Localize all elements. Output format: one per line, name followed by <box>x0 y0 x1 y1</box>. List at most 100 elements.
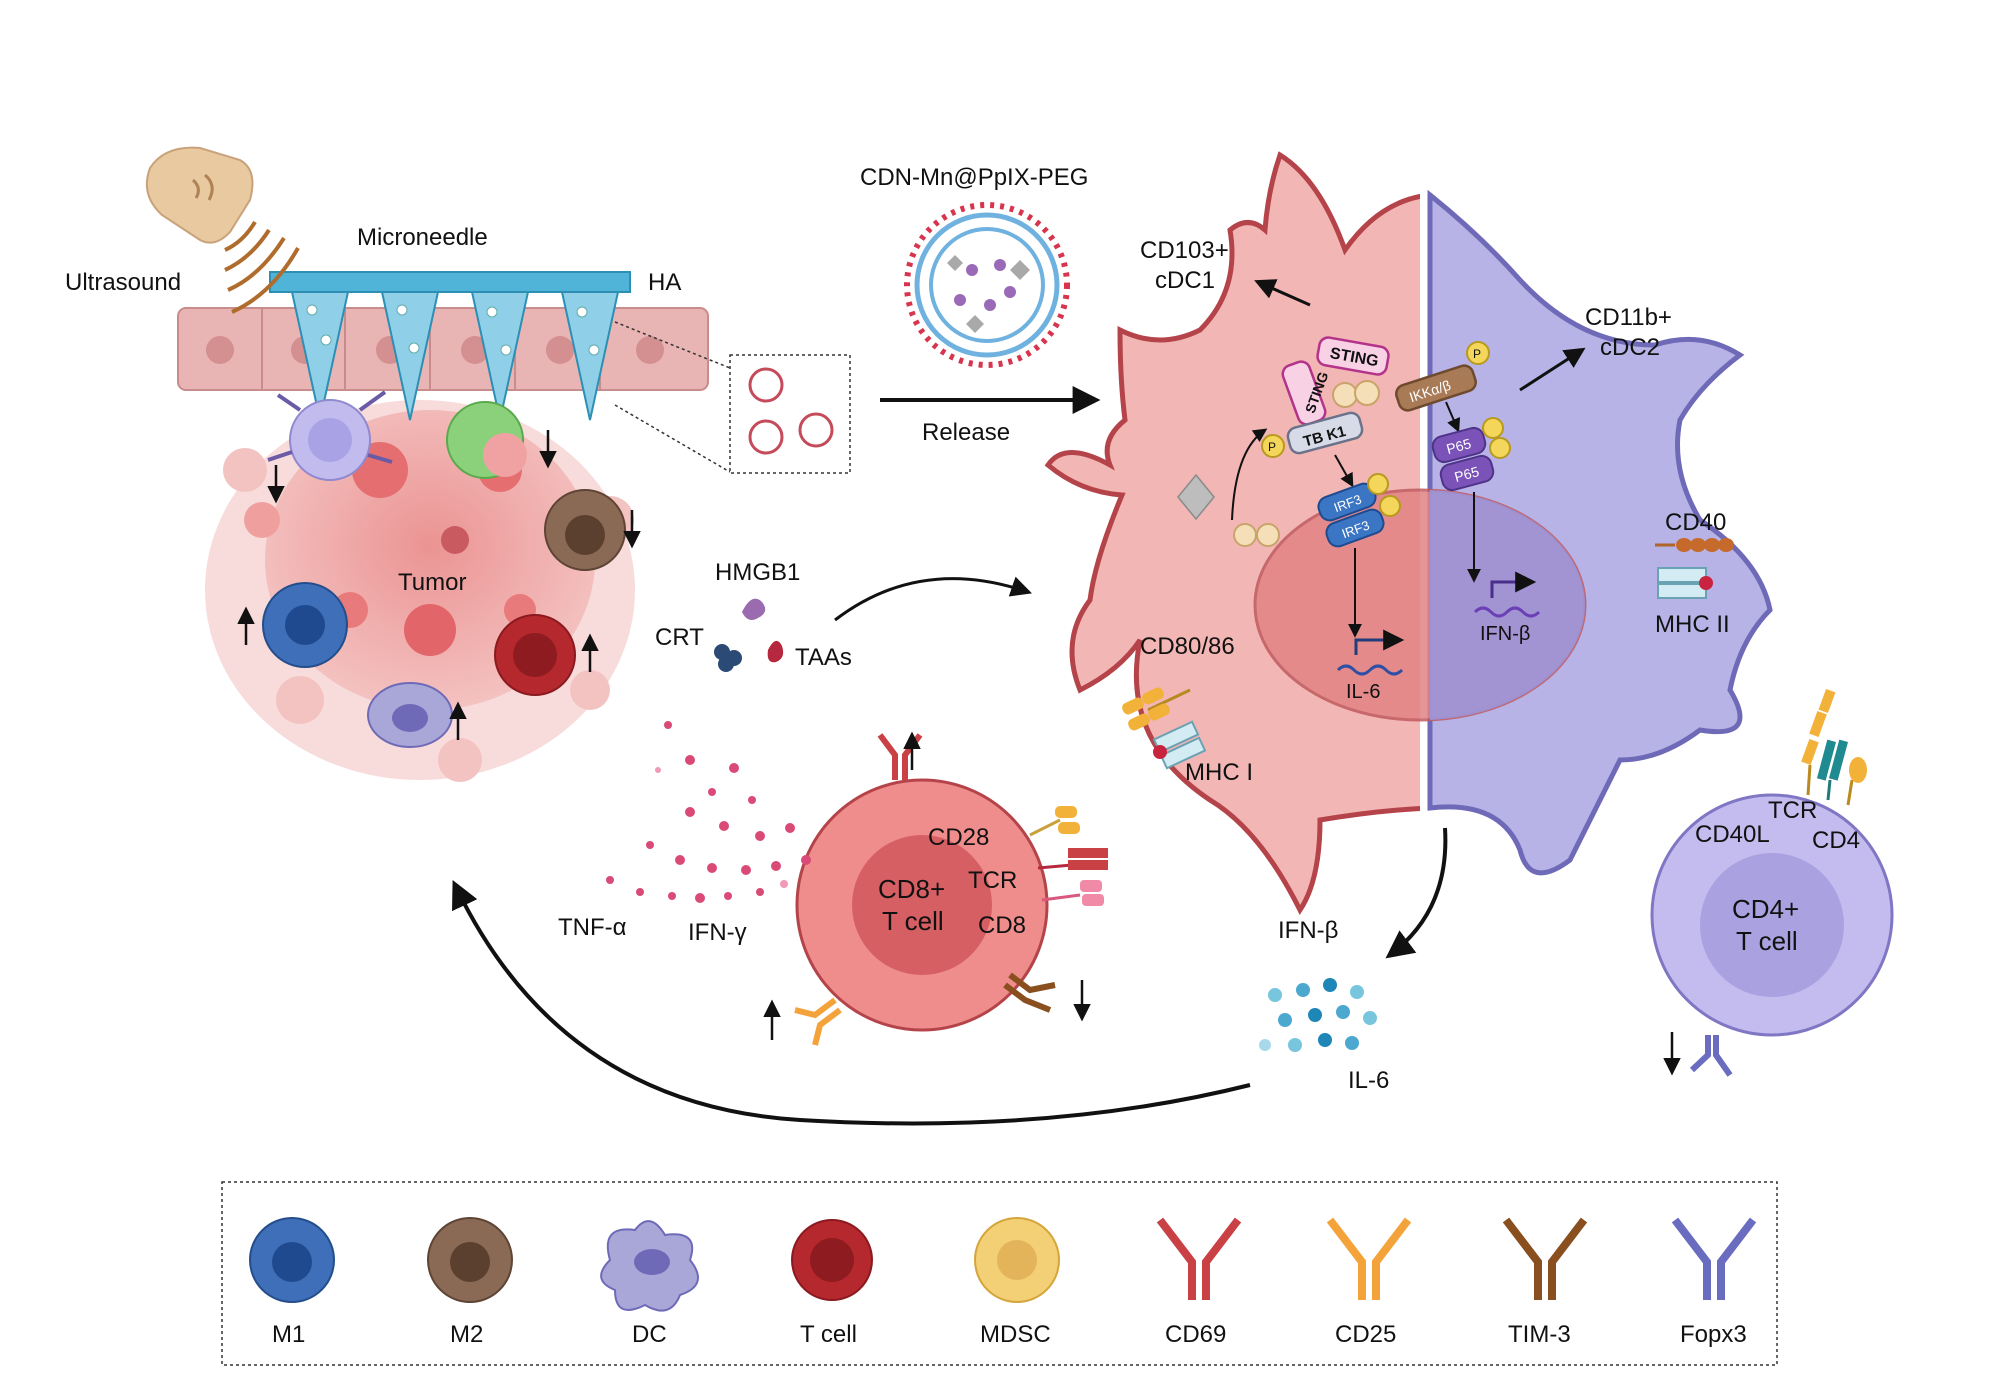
microneedle-label: Microneedle <box>357 224 488 251</box>
cd8-t-cell: CD8+ T cell CD28 TCR CD8 <box>763 731 1108 1046</box>
ifnb-label: IFN-β <box>1278 917 1338 944</box>
irf3-dimer: IRF3 IRF3 <box>1317 454 1401 638</box>
legend-label-m2: M2 <box>450 1321 483 1348</box>
tumor-region: Ultrasound Microneedle HA Tumor <box>65 146 709 782</box>
cd40l-receptor <box>1801 688 1836 796</box>
cdc1-arrow <box>1254 279 1311 307</box>
cdc2-label: cDC2 <box>1600 334 1660 361</box>
cd69-antibody <box>877 733 923 780</box>
cd8-receptor <box>1041 880 1104 906</box>
phospho-ikk: P <box>1473 347 1481 361</box>
ifnb-gene: IFN-β <box>1473 571 1541 645</box>
dendritic-cell: STING STING TB K1 P IKKα/β P IRF3 IRF3 <box>1044 151 1773 915</box>
legend-item-tim3: TIM-3 <box>1502 1217 1588 1348</box>
mdsc-cell-green <box>446 401 527 479</box>
legend-label-mdsc: MDSC <box>980 1321 1051 1348</box>
tcr-cd4-label: TCR <box>1768 797 1817 824</box>
cd8086-receptor <box>1122 687 1191 731</box>
activation-arrow <box>1231 428 1268 521</box>
p65-dimer: P65 P65 <box>1431 401 1511 583</box>
m2-cell <box>544 489 626 571</box>
cd8-cell-label-1: CD8+ <box>878 874 945 904</box>
crt-label: CRT <box>655 624 704 651</box>
cd40-label: CD40 <box>1665 509 1726 536</box>
damps: HMGB1 CRT TAAs <box>655 559 1032 672</box>
legend-label-foxp3: Fopx3 <box>1680 1321 1747 1348</box>
il6-gene: IL-6 <box>1336 629 1405 703</box>
cd103-label: CD103+ <box>1140 237 1229 264</box>
tcr-receptor <box>1037 848 1108 870</box>
phospho-tbk1: P <box>1268 440 1276 454</box>
legend-item-mdsc: MDSC <box>974 1217 1060 1348</box>
cd8-cell-label-2: T cell <box>882 906 944 936</box>
release-label: Release <box>922 419 1010 446</box>
legend-label-dc: DC <box>632 1321 667 1348</box>
legend-item-m1: M1 <box>249 1217 335 1348</box>
p65-label-2: P65 <box>1453 463 1481 485</box>
cd40l-label: CD40L <box>1695 821 1770 848</box>
tnfa-label: TNF-α <box>558 914 627 941</box>
p65-label-1: P65 <box>1445 435 1473 457</box>
mhc2-label: MHC II <box>1655 611 1730 638</box>
mhc2-receptor <box>1657 567 1713 599</box>
nanoparticle-label: CDN-Mn@PpIX-PEG <box>860 164 1088 191</box>
cd40-receptor <box>1655 538 1734 552</box>
cd4-cell-label-2: T cell <box>1736 926 1798 956</box>
legend-label-cd69: CD69 <box>1165 1321 1226 1348</box>
tnf-ifng-cytokines <box>606 721 811 903</box>
il6-gene-label: IL-6 <box>1346 681 1380 703</box>
legend-label-tim3: TIM-3 <box>1508 1321 1571 1348</box>
legend-item-dc: DC <box>600 1220 699 1348</box>
tcr-cd4-receptor <box>1816 739 1849 801</box>
hmgb1-icon <box>742 598 766 620</box>
il6-label: IL-6 <box>1348 1067 1389 1094</box>
damp-arrow <box>834 576 1032 622</box>
ifnb-gene-label: IFN-β <box>1480 623 1530 645</box>
legend: M1 M2 DC T cell MDSC CD69 <box>221 1181 1778 1366</box>
crt-icon <box>714 644 742 672</box>
legend-item-foxp3: Fopx3 <box>1671 1217 1757 1348</box>
m1-cell <box>262 582 348 668</box>
tumor-label: Tumor <box>398 569 466 596</box>
cdn-diamond-icon <box>1177 473 1215 521</box>
cd28-receptor <box>1029 806 1080 837</box>
taas-label: TAAs <box>795 644 852 671</box>
legend-item-cd25: CD25 <box>1326 1217 1412 1348</box>
taas-icon <box>767 640 784 663</box>
ifng-label: IFN-γ <box>688 919 747 946</box>
sting-complex: STING STING TB K1 P IKKα/β P <box>1261 336 1490 458</box>
dc-cell-purple <box>267 390 393 481</box>
cgas-icon <box>1233 523 1280 547</box>
cdc2-arrow <box>1519 347 1586 392</box>
hmgb1-label: HMGB1 <box>715 559 800 586</box>
legend-item-m2: M2 <box>427 1217 513 1348</box>
nanoparticle-zoom-box <box>614 321 851 474</box>
ultrasound-label: Ultrasound <box>65 269 181 296</box>
tim3-antibody-icon <box>1502 1217 1588 1300</box>
cdc1-label: cDC1 <box>1155 267 1215 294</box>
legend-item-cd69: CD69 <box>1156 1217 1242 1348</box>
cytokine-release-arrow <box>1385 827 1448 959</box>
skin-layer <box>177 307 709 391</box>
cd8086-label: CD80/86 <box>1140 633 1235 660</box>
cd25-antibody-icon <box>1326 1217 1412 1300</box>
t-cell-red <box>494 614 576 696</box>
tim3-antibody <box>1003 972 1056 1013</box>
ifn-il6-cytokines: IFN-β IL-6 <box>1259 827 1448 1094</box>
nanoparticle-icon <box>904 202 1070 368</box>
cd4-cell-label-1: CD4+ <box>1732 894 1799 924</box>
cd69-antibody-icon <box>1156 1217 1242 1300</box>
legend-label-m1: M1 <box>272 1321 305 1348</box>
mhc1-receptor <box>1152 720 1207 770</box>
legend-item-tcell: T cell <box>791 1219 873 1348</box>
foxp3-antibody <box>1689 1035 1733 1077</box>
cd4-label: CD4 <box>1812 827 1860 854</box>
legend-label-tcell: T cell <box>800 1321 857 1348</box>
feedback-arrow <box>452 879 1251 1126</box>
cd8-label: CD8 <box>978 912 1026 939</box>
cd4-t-cell: CD4+ T cell CD40L TCR CD4 <box>1650 688 1894 1077</box>
mhc1-label: MHC I <box>1185 759 1253 786</box>
cd4-receptor <box>1846 757 1867 806</box>
cd11b-label: CD11b+ <box>1585 304 1672 331</box>
